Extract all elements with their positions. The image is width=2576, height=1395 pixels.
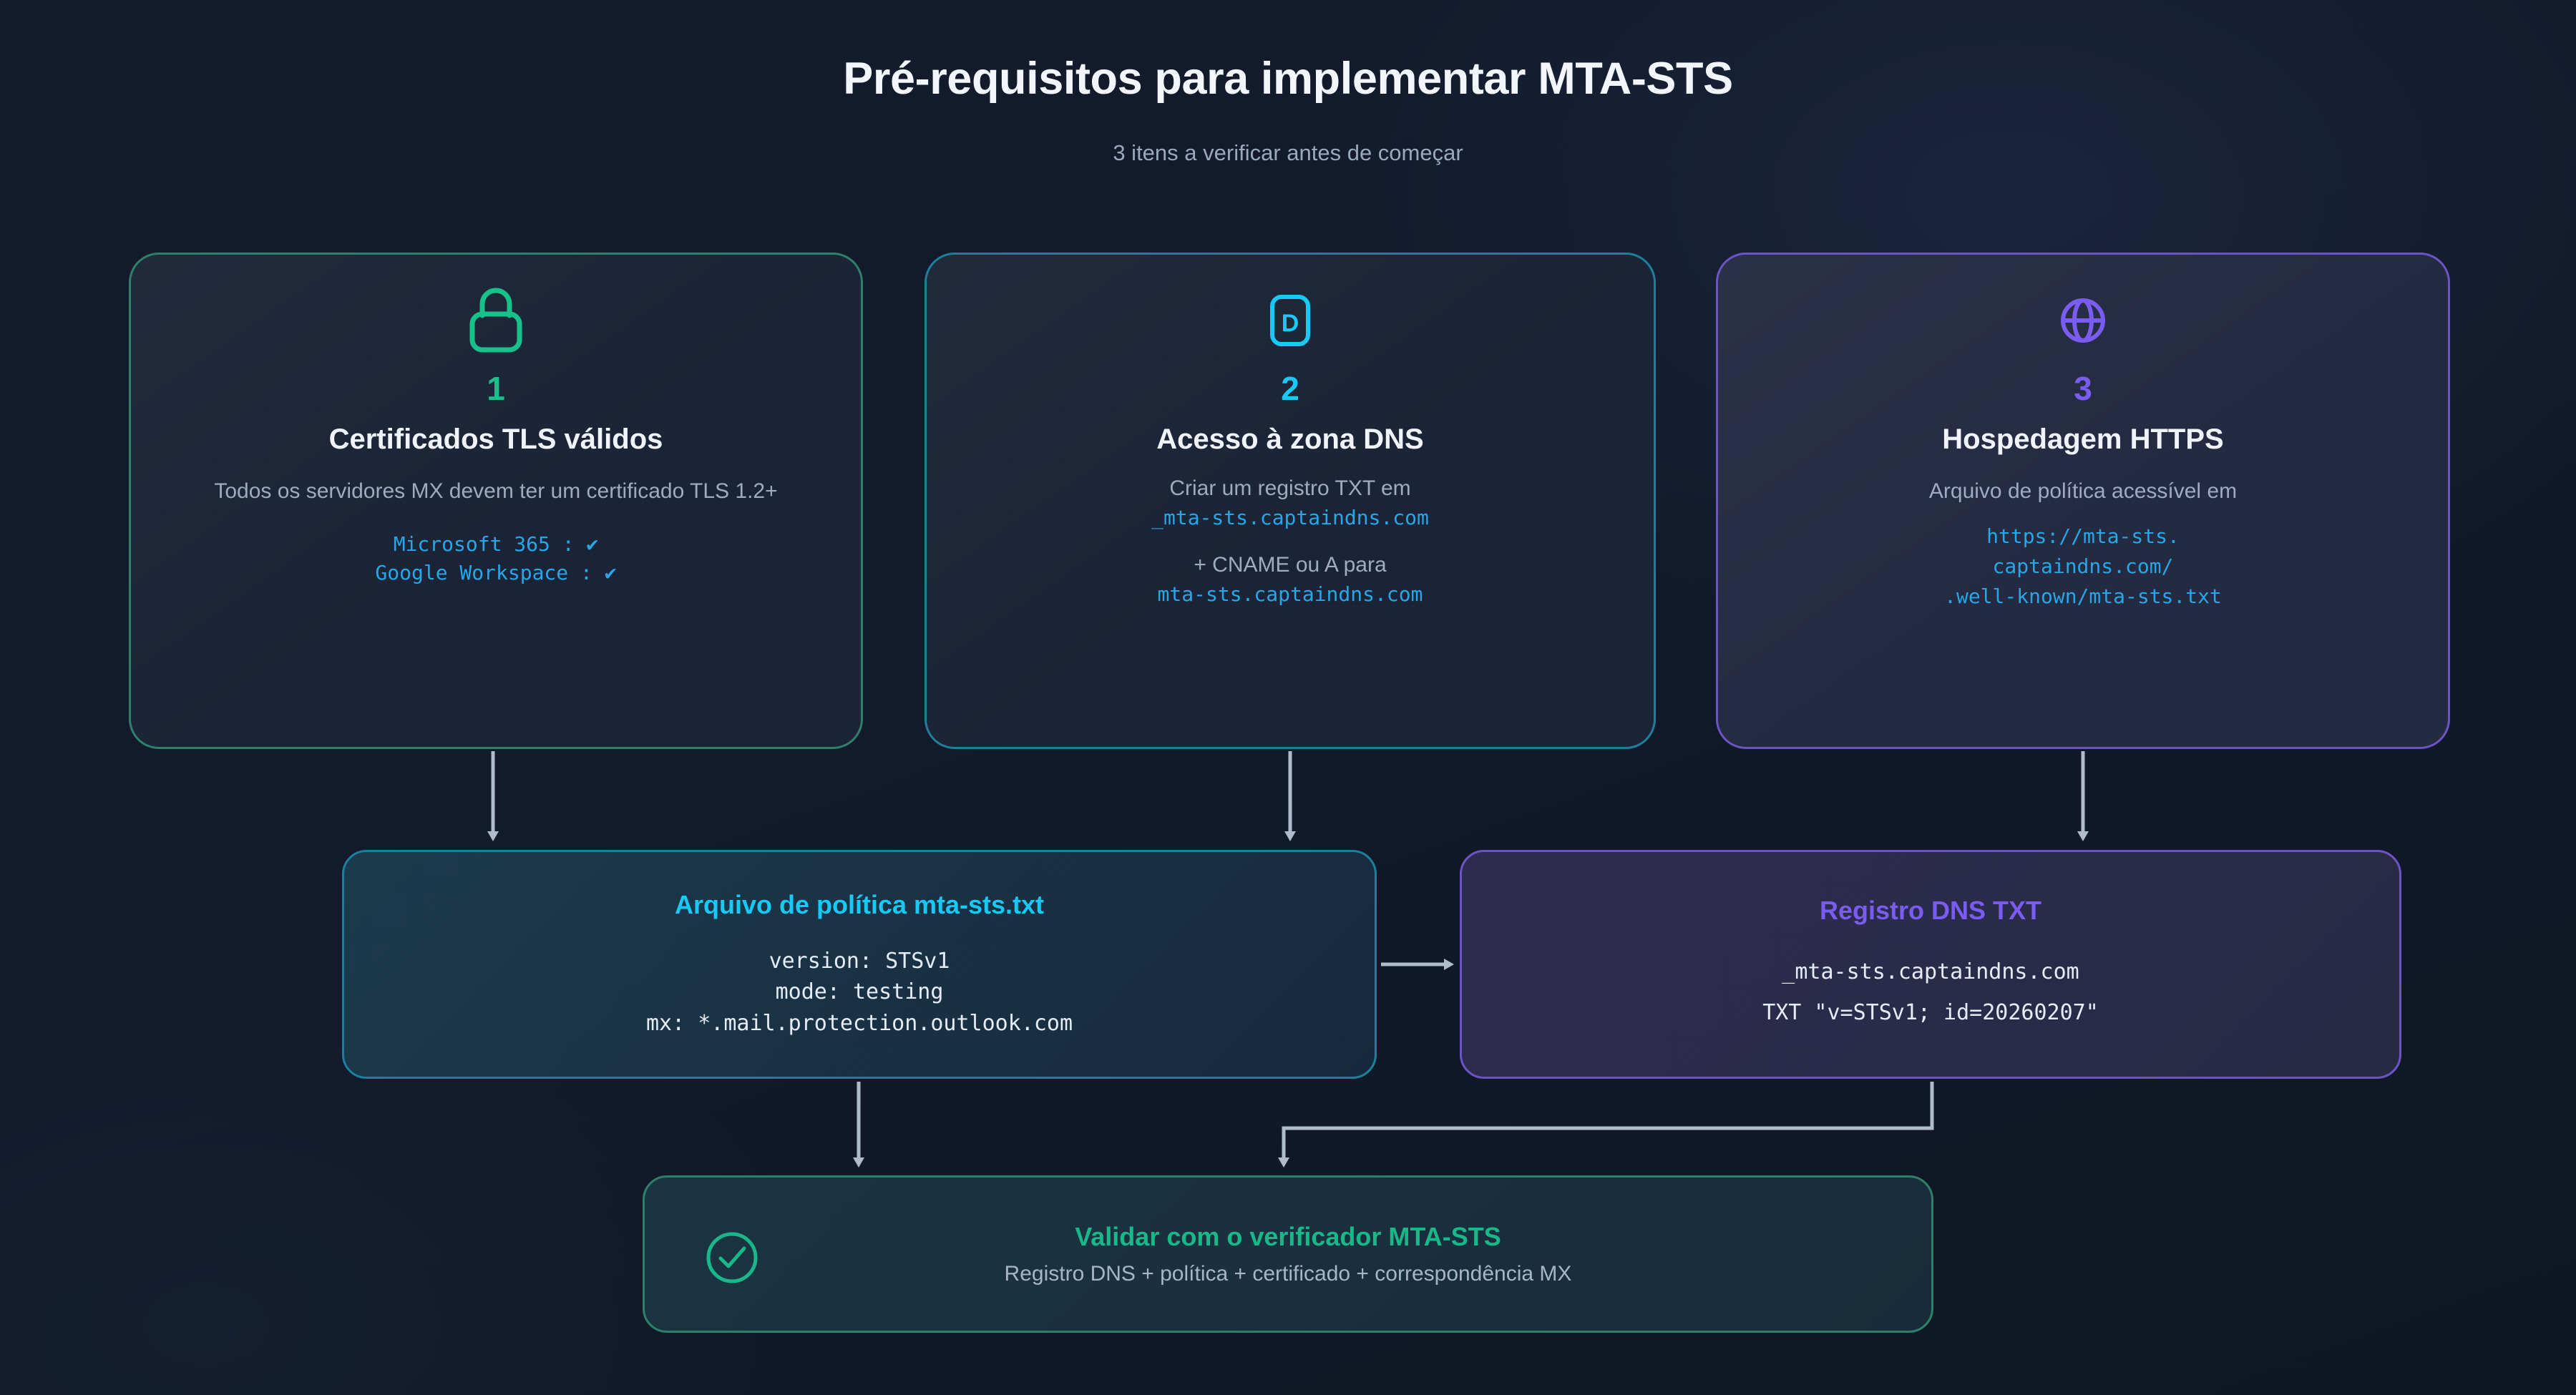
policy-box-code: version: STSv1 mode: testing mx: *.mail.…	[646, 946, 1073, 1039]
requirement-card-dns: D 2 Acesso à zona DNS Criar um registro …	[924, 253, 1656, 749]
code-line: TXT "v=STSv1; id=20260207"	[1762, 1000, 2099, 1025]
dns-box-code: _mta-sts.captaindns.com TXT "v=STSv1; id…	[1762, 951, 2099, 1033]
code-line: Microsoft 365 : ✔	[393, 532, 599, 556]
card-description-block: Criar um registro TXT em _mta-sts.captai…	[1151, 474, 1429, 609]
globe-icon	[2055, 282, 2111, 359]
validate-title: Validar com o verificador MTA-STS	[1075, 1222, 1501, 1251]
validate-box: Validar com o verificador MTA-STS Regist…	[643, 1175, 1933, 1333]
code-line: _mta-sts.captaindns.com	[1782, 959, 2079, 984]
code-line: .well-known/mta-sts.txt	[1944, 584, 2222, 608]
code-line: mode: testing	[775, 979, 944, 1005]
card-title: Hospedagem HTTPS	[1942, 424, 2224, 455]
dns-box-title: Registro DNS TXT	[1819, 896, 2042, 925]
policy-file-box: Arquivo de política mta-sts.txt version:…	[342, 850, 1377, 1079]
svg-text:D: D	[1282, 310, 1299, 337]
card-description: Todos os servidores MX devem ter um cert…	[214, 479, 778, 503]
code-line: version: STSv1	[769, 948, 950, 974]
card-code-block: Microsoft 365 : ✔ Google Workspace : ✔	[375, 530, 616, 587]
card-description: Criar um registro TXT em	[1169, 476, 1411, 500]
policy-box-title: Arquivo de política mta-sts.txt	[674, 889, 1045, 919]
card-code-block: https://mta-sts. captaindns.com/ .well-k…	[1944, 522, 2222, 612]
code-line: Google Workspace : ✔	[375, 560, 617, 584]
card-number: 2	[1281, 370, 1299, 407]
code-line: mta-sts.captaindns.com	[1157, 582, 1423, 606]
card-description: Arquivo de política acessível em	[1928, 479, 2238, 503]
requirement-card-https: 3 Hospedagem HTTPS Arquivo de política a…	[1716, 253, 2450, 749]
arrow-dns-to-validate	[1278, 1082, 1934, 1168]
card-number: 3	[2074, 370, 2092, 407]
dns-txt-record-box: Registro DNS TXT _mta-sts.captaindns.com…	[1460, 850, 2401, 1079]
check-circle-icon	[703, 1229, 761, 1290]
page-title: Pré-requisitos para implementar MTA-STS	[843, 54, 1733, 104]
code-line: https://mta-sts.	[1986, 524, 2180, 548]
lock-icon	[468, 282, 524, 359]
card-title: Certificados TLS válidos	[328, 424, 663, 455]
dns-record-icon: D	[1262, 282, 1318, 359]
code-line: captaindns.com/	[1992, 554, 2174, 578]
code-line: mx: *.mail.protection.outlook.com	[645, 1010, 1073, 1036]
requirement-card-tls: 1 Certificados TLS válidos Todos os serv…	[129, 253, 863, 749]
code-line: _mta-sts.captaindns.com	[1151, 505, 1429, 529]
card-number: 1	[487, 370, 505, 407]
validate-subtitle: Registro DNS + política + certificado + …	[1004, 1262, 1572, 1286]
page-subtitle: 3 itens a verificar antes de começar	[1113, 140, 1463, 165]
card-description-secondary: + CNAME ou A para	[1194, 553, 1387, 577]
card-title: Acesso à zona DNS	[1156, 424, 1424, 455]
